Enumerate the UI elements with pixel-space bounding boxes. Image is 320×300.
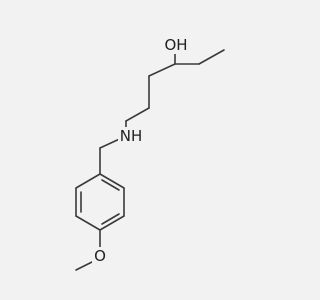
amine-label: NH	[120, 127, 143, 145]
hydroxyl-label: OH	[164, 36, 187, 54]
structure-diagram: OH NH O	[75, 36, 225, 271]
ring-double-bond-2	[101, 213, 120, 225]
methoxy-oxygen-label: O	[94, 247, 106, 265]
amine-label-bg	[118, 127, 144, 145]
methoxy-oxygen-label-bg	[92, 247, 108, 265]
ring-double-bond-1	[101, 179, 120, 191]
ring-bond-6	[75, 173, 101, 189]
ring-bond-1	[99, 173, 125, 189]
bond-c3-c4	[148, 63, 176, 77]
bonds	[75, 44, 225, 271]
bond-c5-c6	[125, 107, 150, 122]
ring-bond-4	[75, 215, 101, 231]
hydroxyl-label-bg	[163, 36, 189, 54]
bond-ethyl-ch3-ch2	[198, 49, 225, 65]
ring-bond-3	[99, 215, 125, 231]
atom-labels: OH NH O	[92, 36, 189, 265]
